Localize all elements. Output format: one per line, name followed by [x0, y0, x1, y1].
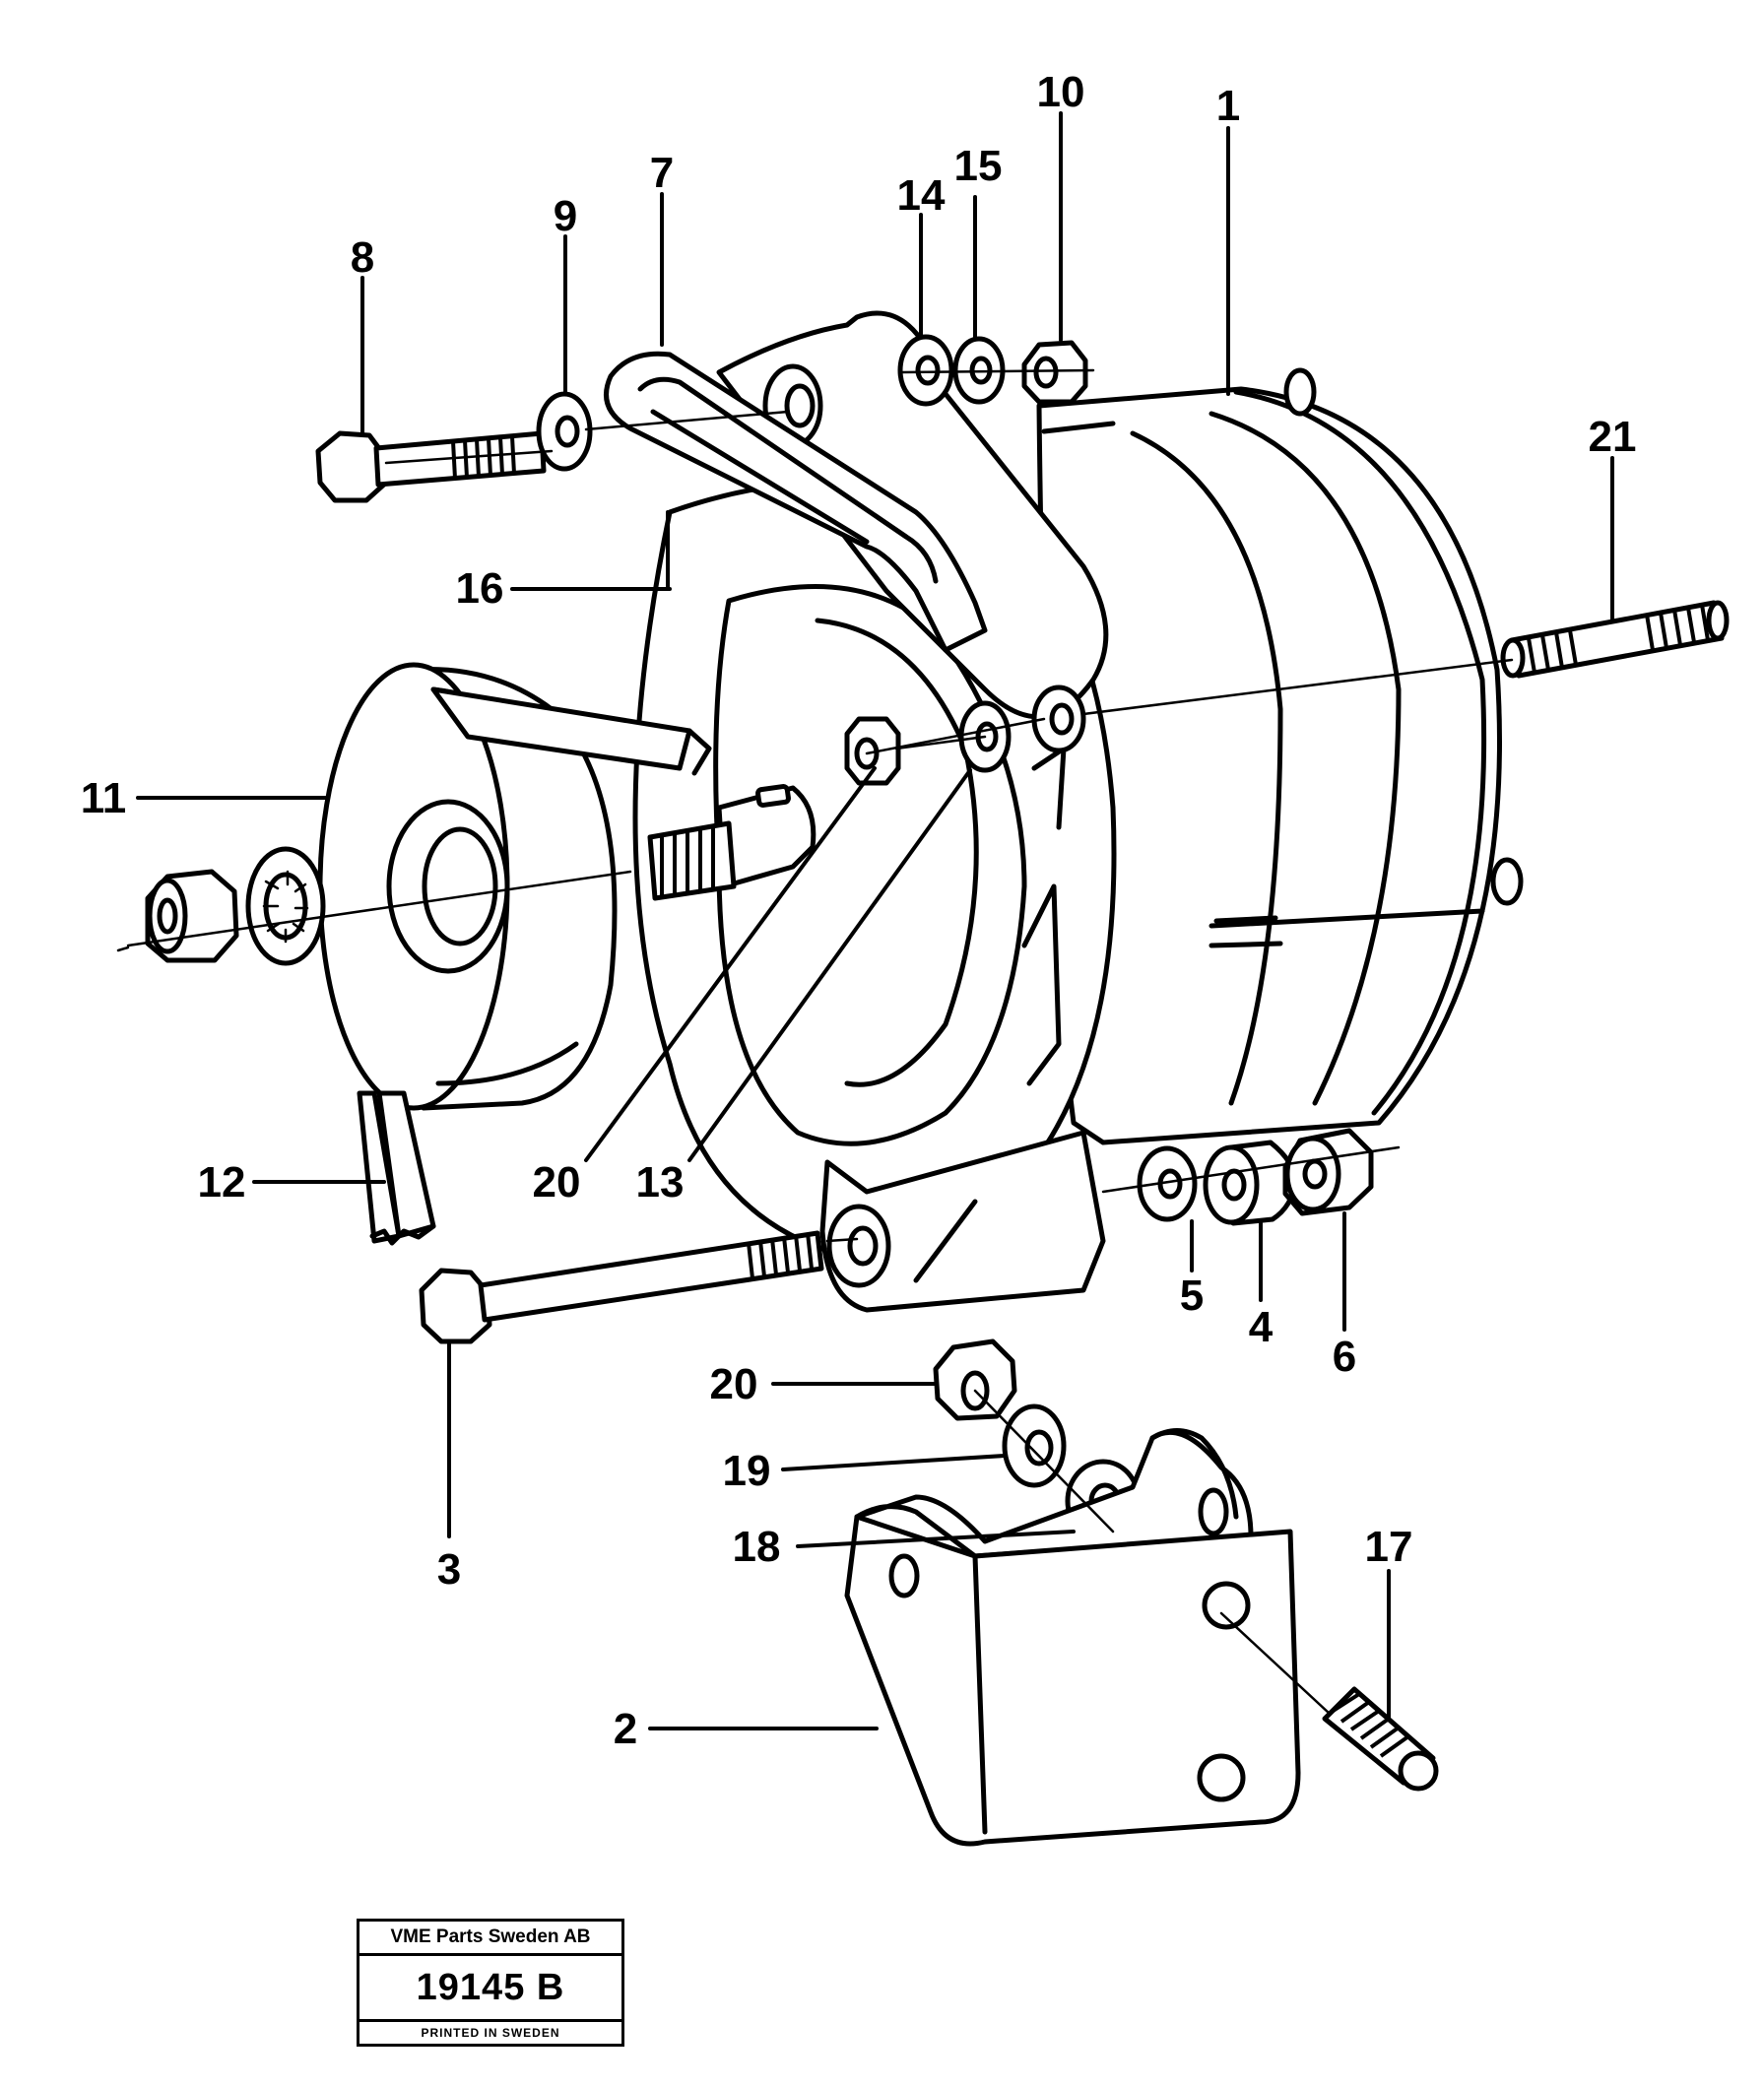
nut-6 [1282, 1128, 1374, 1216]
callout-21: 21 [1589, 413, 1637, 461]
callout-18: 18 [733, 1523, 781, 1571]
callout-20-lower: 20 [710, 1360, 758, 1408]
spacer-4 [1203, 1140, 1298, 1226]
callout-17: 17 [1365, 1523, 1413, 1571]
assembly-center-lines [116, 368, 1514, 1716]
bolt-3 [419, 1230, 824, 1344]
stud-21 [1500, 600, 1730, 679]
adjusting-bar [604, 351, 988, 653]
callout-9: 9 [554, 192, 577, 240]
bracket-2 [844, 1428, 1301, 1847]
pulley-nut [145, 869, 239, 963]
callout-16: 16 [456, 564, 504, 613]
nut-20-upper [844, 716, 901, 786]
drawing-number: 19145 B [359, 1956, 621, 2022]
washer-9 [536, 391, 593, 472]
callout-1: 1 [1216, 82, 1240, 130]
nut-20-lower [933, 1338, 1017, 1421]
leader-lines [136, 111, 1614, 1730]
washer-14 [897, 334, 954, 407]
bolt-8 [315, 430, 547, 503]
callout-10: 10 [1037, 68, 1085, 116]
callout-11: 11 [81, 774, 127, 822]
title-block: VME Parts Sweden AB 19145 B PRINTED IN S… [357, 1919, 624, 2047]
callout-12: 12 [198, 1158, 246, 1207]
callout-2: 2 [614, 1705, 637, 1753]
company-name: VME Parts Sweden AB [359, 1922, 621, 1956]
callout-14: 14 [897, 171, 946, 220]
nut-10 [1021, 340, 1088, 405]
screw-17 [1322, 1686, 1439, 1792]
callout-13: 13 [636, 1158, 685, 1207]
callout-15: 15 [954, 142, 1003, 190]
callout-6: 6 [1333, 1333, 1356, 1381]
callout-8: 8 [351, 233, 374, 282]
callout-7: 7 [650, 149, 674, 197]
callout-5: 5 [1180, 1272, 1204, 1320]
callout-labels: 1 2 3 4 5 6 7 8 9 10 11 12 13 14 15 16 1… [81, 68, 1637, 1753]
callout-19: 19 [723, 1447, 771, 1495]
callout-20-upper: 20 [533, 1158, 581, 1207]
printed-in-label: PRINTED IN SWEDEN [421, 2026, 560, 2040]
callout-3: 3 [437, 1545, 461, 1594]
washer-5 [1137, 1145, 1198, 1222]
callout-4: 4 [1249, 1303, 1274, 1351]
pulley-lock-washer [245, 846, 326, 966]
v-belt [357, 1090, 436, 1246]
